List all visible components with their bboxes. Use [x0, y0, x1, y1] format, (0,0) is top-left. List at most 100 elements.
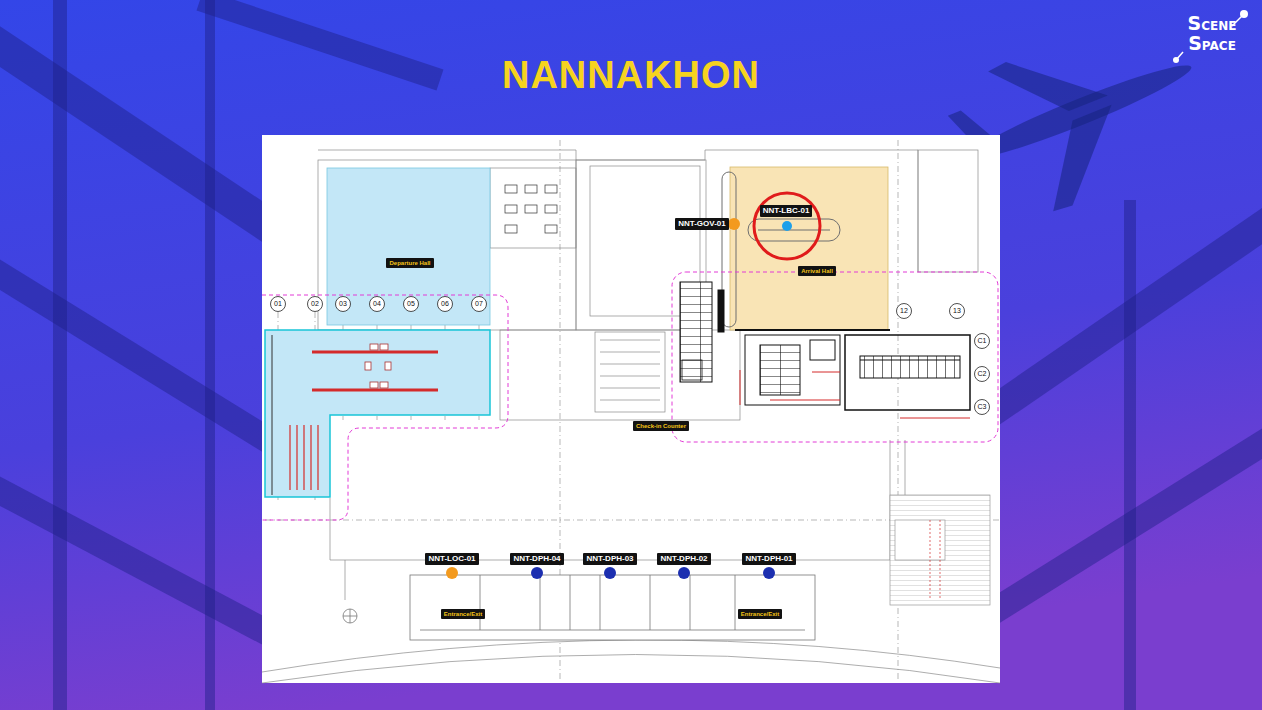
- check-in-counters: [312, 389, 438, 392]
- grid-bubbles: [975, 367, 990, 382]
- tag-text: Arrival Hall: [798, 266, 836, 276]
- floor-plan: [770, 400, 840, 401]
- grid-number: C1: [978, 337, 987, 345]
- stairs: [890, 495, 990, 605]
- toilets: [680, 282, 970, 410]
- floor-plan: [740, 370, 970, 418]
- slide-title: NANNAKHON: [502, 53, 760, 97]
- check-in-counters: [312, 352, 438, 390]
- queue-lines: [296, 425, 297, 490]
- area-tag: Arrival Hall: [798, 266, 836, 276]
- floor-plan: [262, 640, 1000, 672]
- logo-mark: [1173, 10, 1248, 63]
- device-markers: [531, 567, 543, 579]
- service-rooms: [505, 225, 517, 233]
- floor-plan: [330, 498, 930, 560]
- area-tag: Departure Hall: [386, 258, 433, 268]
- floor-plan: [735, 329, 890, 331]
- device-markers: [604, 567, 616, 579]
- toilets: [745, 335, 840, 405]
- floor-plan: [740, 370, 741, 405]
- device-tag: NNT-DPH-03: [583, 553, 636, 565]
- floor-plan: [595, 332, 665, 412]
- grid-bubbles: [950, 304, 965, 319]
- tag-text: NNT-DPH-03: [583, 553, 636, 565]
- grid-number: C3: [978, 403, 987, 411]
- floor-plan: [262, 135, 1000, 683]
- grid-number: 13: [953, 307, 961, 315]
- zone-outline: [672, 272, 998, 442]
- device-markers: [446, 193, 820, 579]
- grid-bubbles: [975, 334, 990, 349]
- grid-number: 04: [373, 300, 381, 308]
- floor-plan: [327, 168, 490, 325]
- queue-lines: [317, 425, 318, 490]
- grid-bubbles: [271, 297, 286, 312]
- device-markers: [728, 218, 740, 230]
- floor-plan: [365, 344, 391, 388]
- floor-plan: [918, 150, 978, 272]
- zone-outline: [262, 295, 508, 520]
- airplane: [1024, 105, 1141, 213]
- toilets: [682, 360, 702, 380]
- device-tag: NNT-DPH-04: [510, 553, 563, 565]
- floor-plan: [380, 382, 388, 388]
- area-tag: Entrance/Exit: [738, 609, 782, 619]
- tag-text: NNT-DPH-04: [510, 553, 563, 565]
- floor-plan: [262, 655, 1000, 684]
- queue-lines: [310, 425, 311, 490]
- entrance-canopy: [410, 575, 815, 640]
- service-rooms: [545, 205, 557, 213]
- floor-plan: [370, 382, 378, 388]
- floor-plan: [262, 150, 1000, 683]
- grid-number: 03: [339, 300, 347, 308]
- logo-text: SCENE: [1188, 15, 1237, 34]
- window-frame: [205, 0, 215, 710]
- device-tag: NNT-GOV-01: [675, 218, 729, 230]
- grid-bubbles: [271, 297, 990, 415]
- grid-number: 12: [900, 307, 908, 315]
- grid-bubbles: [975, 400, 990, 415]
- tag-text: Check-in Counter: [633, 421, 689, 431]
- entrance-canopy: [343, 609, 357, 623]
- device-markers: [763, 567, 775, 579]
- grid-bubbles: [404, 297, 419, 312]
- floor-plan: [370, 344, 378, 350]
- tag-text: Entrance/Exit: [738, 609, 782, 619]
- device-markers: [782, 221, 792, 231]
- device-tag: NNT-LOC-01: [425, 553, 478, 565]
- toilets: [718, 290, 724, 332]
- logo-text: SPACE: [1188, 35, 1236, 54]
- toilets: [680, 282, 712, 382]
- stairs: [890, 495, 990, 605]
- tag-text: NNT-LBC-01: [760, 205, 813, 217]
- toilets: [860, 356, 960, 378]
- device-markers: [678, 567, 690, 579]
- device-tag: NNT-DPH-01: [742, 553, 795, 565]
- grid-number: C2: [978, 370, 987, 378]
- entrance-canopy: [343, 575, 815, 640]
- queue-lines: [289, 425, 290, 490]
- device-tag: NNT-LBC-01: [760, 205, 813, 217]
- floor-plan: [262, 135, 1000, 683]
- tag-text: Departure Hall: [386, 258, 433, 268]
- queue-lines: [272, 335, 318, 495]
- toilets: [845, 335, 970, 410]
- entrance-canopy: [343, 609, 357, 623]
- logo-mark: [1176, 52, 1183, 60]
- check-in-counters: [312, 351, 438, 354]
- device-markers: [446, 567, 458, 579]
- service-rooms: [505, 185, 517, 193]
- window-frame: [1124, 200, 1136, 710]
- window-frame: [0, 250, 300, 460]
- grid-bubbles: [370, 297, 385, 312]
- floor-plan: [265, 330, 490, 497]
- zone-outline: [262, 272, 998, 520]
- tag-text: NNT-DPH-02: [657, 553, 710, 565]
- stairs: [895, 520, 945, 560]
- grid-number: 01: [274, 300, 282, 308]
- area-tag: Entrance/Exit: [441, 609, 485, 619]
- grid-number: 06: [441, 300, 449, 308]
